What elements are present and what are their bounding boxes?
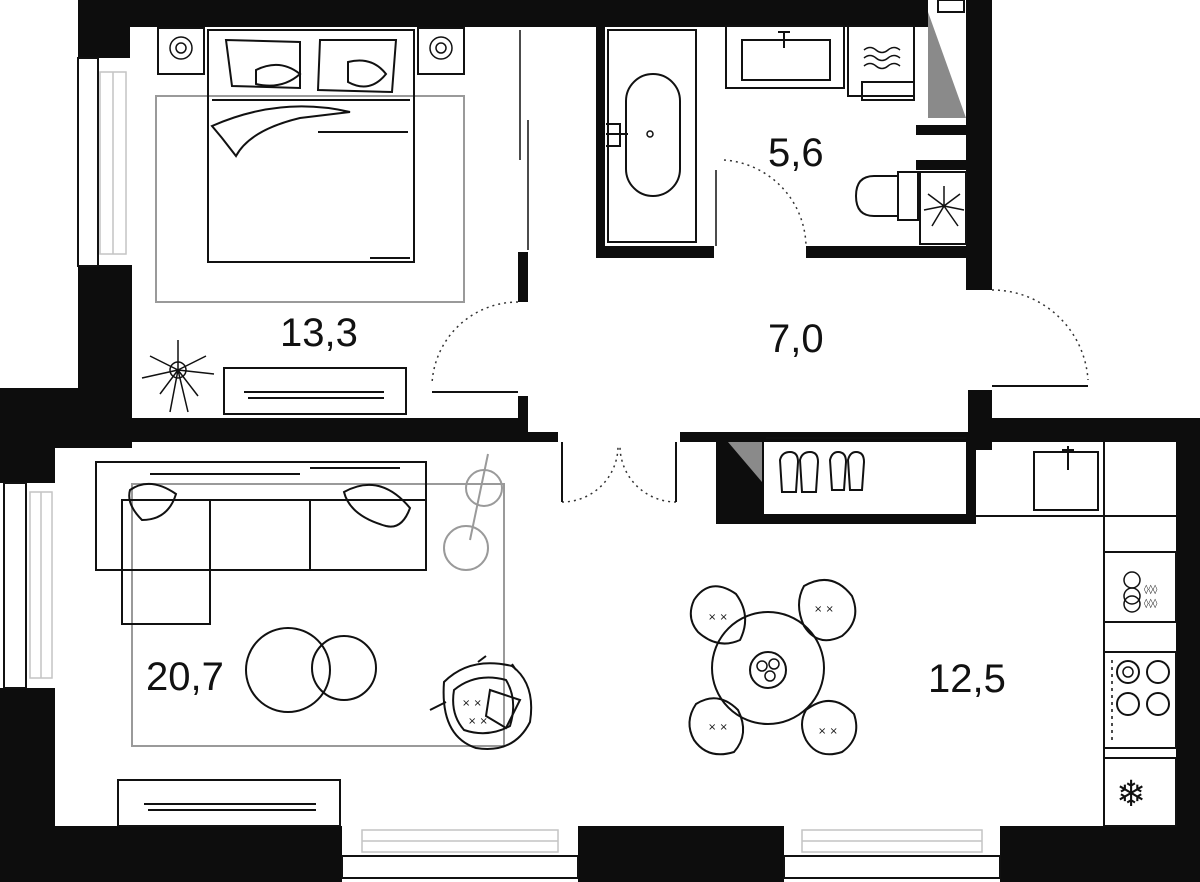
- plant-icon: [141, 340, 215, 413]
- bathtub-icon: [606, 29, 697, 243]
- fridge-icon: ❄: [1103, 757, 1177, 827]
- slippers-icon: [766, 437, 966, 493]
- toilet-icon: [854, 171, 919, 221]
- area-label-bedroom: 13,3: [280, 311, 358, 355]
- svg-text:× ×: × ×: [708, 612, 728, 623]
- nightstand-icon: [157, 27, 465, 75]
- sink-icon: [1033, 446, 1099, 511]
- washing-machine-icon: [847, 25, 915, 101]
- plant-icon: [919, 171, 967, 245]
- wardrobe-icon: [519, 30, 529, 250]
- svg-text:❄: ❄: [1116, 774, 1146, 815]
- area-label-kitchen: 12,5: [928, 657, 1006, 701]
- area-label-hallway: 7,0: [768, 317, 824, 361]
- sink-icon: [725, 25, 845, 89]
- dining-table-icon: [711, 611, 825, 725]
- dishwasher-icon: ◊◊◊ ◊◊◊: [1103, 551, 1177, 623]
- area-label-living: 20,7: [146, 655, 224, 699]
- area-label-bathroom: 5,6: [768, 131, 824, 175]
- coffee-table-icon: [245, 627, 377, 713]
- svg-text:× ×: × ×: [468, 716, 488, 727]
- armchair-icon: × × × ×: [429, 655, 533, 750]
- stove-icon: [1103, 651, 1177, 749]
- tv-stand-icon: [117, 779, 341, 827]
- svg-text:× ×: × ×: [462, 698, 482, 709]
- tv-stand-icon: [223, 367, 407, 415]
- svg-text:× ×: × ×: [708, 722, 728, 733]
- sofa-icon: [95, 461, 505, 747]
- floor-lamp-icon: [443, 453, 503, 571]
- bed-icon: [155, 29, 465, 303]
- window-icon: [3, 0, 1001, 879]
- svg-text:× ×: × ×: [814, 604, 834, 615]
- svg-text:◊◊◊: ◊◊◊: [1144, 584, 1158, 595]
- kitchen-counter: [976, 442, 1176, 826]
- svg-text:◊◊◊: ◊◊◊: [1144, 598, 1158, 609]
- door-icon: [431, 159, 1089, 503]
- svg-text:× ×: × ×: [818, 726, 838, 737]
- chair-icon: × × × × × × × ×: [688, 578, 858, 756]
